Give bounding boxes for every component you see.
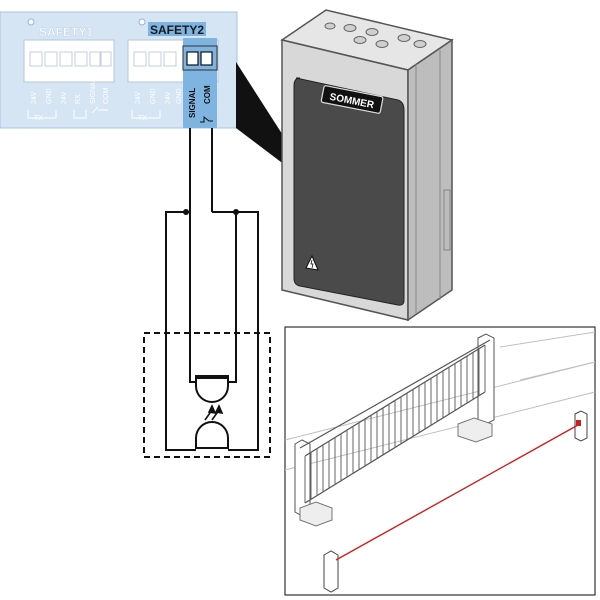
photocell-post-near (323, 550, 339, 593)
safety1-terminals (29, 51, 112, 67)
signal-label: SIGNAL (188, 88, 197, 118)
safety2-label-gnd: GND (150, 88, 157, 104)
photocell-beam (335, 424, 579, 561)
safety2-label-gnd-2: GND (176, 88, 183, 104)
photocell-receiver-symbol (195, 375, 229, 403)
warning-icon (305, 254, 319, 271)
safety1-brackets (27, 106, 108, 119)
signal-terminal (186, 51, 199, 66)
terminal-panel: SAFETY1 24V GND 24V RX SIGNAL COM TX SAF (0, 11, 238, 129)
com-label: COM (203, 85, 212, 104)
safety1-label-com: COM (103, 88, 110, 105)
safety2-brackets (131, 110, 161, 119)
safety1-label-24v: 24V (31, 91, 38, 104)
photocell-post-far (574, 410, 588, 442)
gate-scene-frame (284, 326, 596, 596)
safety1-title: SAFETY1 (39, 25, 93, 39)
control-box: SOMMER (280, 9, 454, 322)
safety2-label-24v: 24V (135, 91, 142, 104)
junction-right (233, 209, 239, 215)
junction-left (183, 209, 189, 215)
light-beam-arrows-icon (204, 404, 224, 421)
photocell-transmitter-symbol (195, 421, 229, 449)
safety1-label-rx: RX (75, 94, 82, 104)
sensor-enclosure (143, 332, 271, 458)
control-box-front-panel (293, 77, 405, 306)
com-terminal (200, 51, 213, 66)
gate-bars (304, 345, 486, 503)
safety1-label-signal: SIGNAL (90, 78, 97, 104)
safety1-label-24v-2: 24V (61, 91, 68, 104)
gate-scene (284, 326, 596, 596)
safety1-label-gnd: GND (46, 88, 53, 104)
safety2-label-24v-2: 24V (165, 91, 172, 104)
safety2-title: SAFETY2 (150, 23, 204, 37)
safety2-terminals (133, 51, 177, 67)
